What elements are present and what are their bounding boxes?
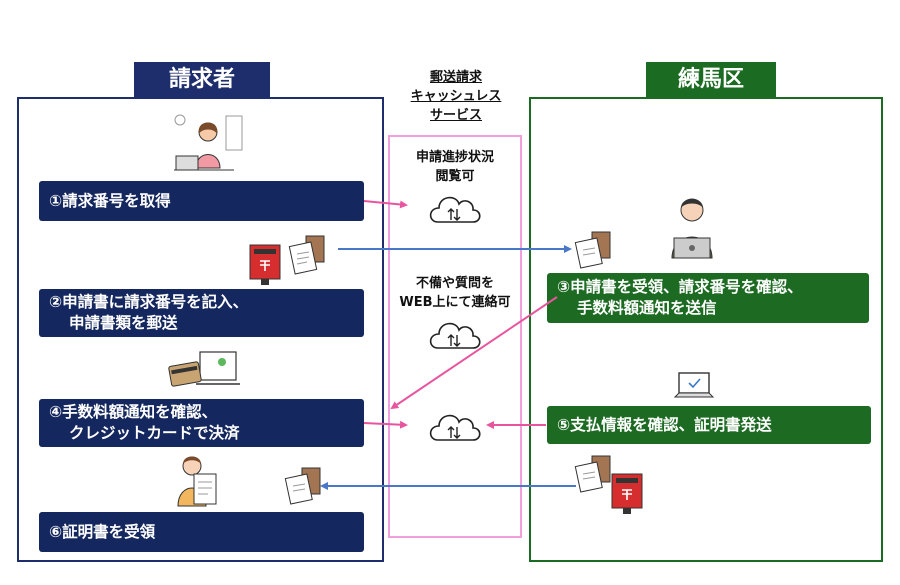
requester-panel: [17, 97, 384, 562]
arrow-ward-to-step4: [390, 296, 558, 410]
arrow-step1-to-service: [363, 200, 408, 209]
mailbox-icon: [611, 473, 643, 514]
credit-card-icon: [168, 351, 240, 387]
ward-title: 練馬区: [646, 62, 776, 98]
step6-box: ⑥証明書を受領: [39, 512, 364, 552]
laptop-icon: [673, 372, 715, 398]
step4-box: ④手数料額通知を確認、 クレジットカードで決済: [39, 399, 364, 447]
step1-box: ①請求番号を取得: [39, 181, 364, 221]
contact-note: 不備や質問を WEB上にて連絡可: [399, 276, 511, 310]
step3-box: ③申請書を受領、請求番号を確認、 手数料額通知を送信: [547, 273, 869, 323]
envelope-icon: [288, 235, 325, 275]
envelope-icon: [284, 467, 321, 505]
officer-computer-icon: [671, 198, 713, 259]
person-laptop-icon: [174, 114, 243, 171]
progress-note: 申請進捗状況 閲覧可: [415, 150, 494, 184]
arrow-step4-to-service: [363, 420, 408, 429]
cloud-icon: [429, 322, 481, 349]
service-panel: [388, 135, 522, 538]
envelope-icon: [574, 455, 611, 493]
service-heading: 郵送請求 キャッシュレス サービス: [410, 70, 502, 123]
ward-panel: [529, 97, 883, 562]
cloud-icon: [429, 196, 481, 223]
step5-box: ⑤支払情報を確認、証明書発送: [547, 406, 871, 444]
mailbox-icon: [249, 244, 281, 285]
step2-box: ②申請書に請求番号を記入、 申請書類を郵送: [39, 289, 364, 337]
cloud-icon: [429, 414, 481, 441]
requester-title: 請求者: [134, 62, 270, 98]
envelope-icon: [574, 231, 611, 269]
person-document-icon: [177, 456, 217, 507]
